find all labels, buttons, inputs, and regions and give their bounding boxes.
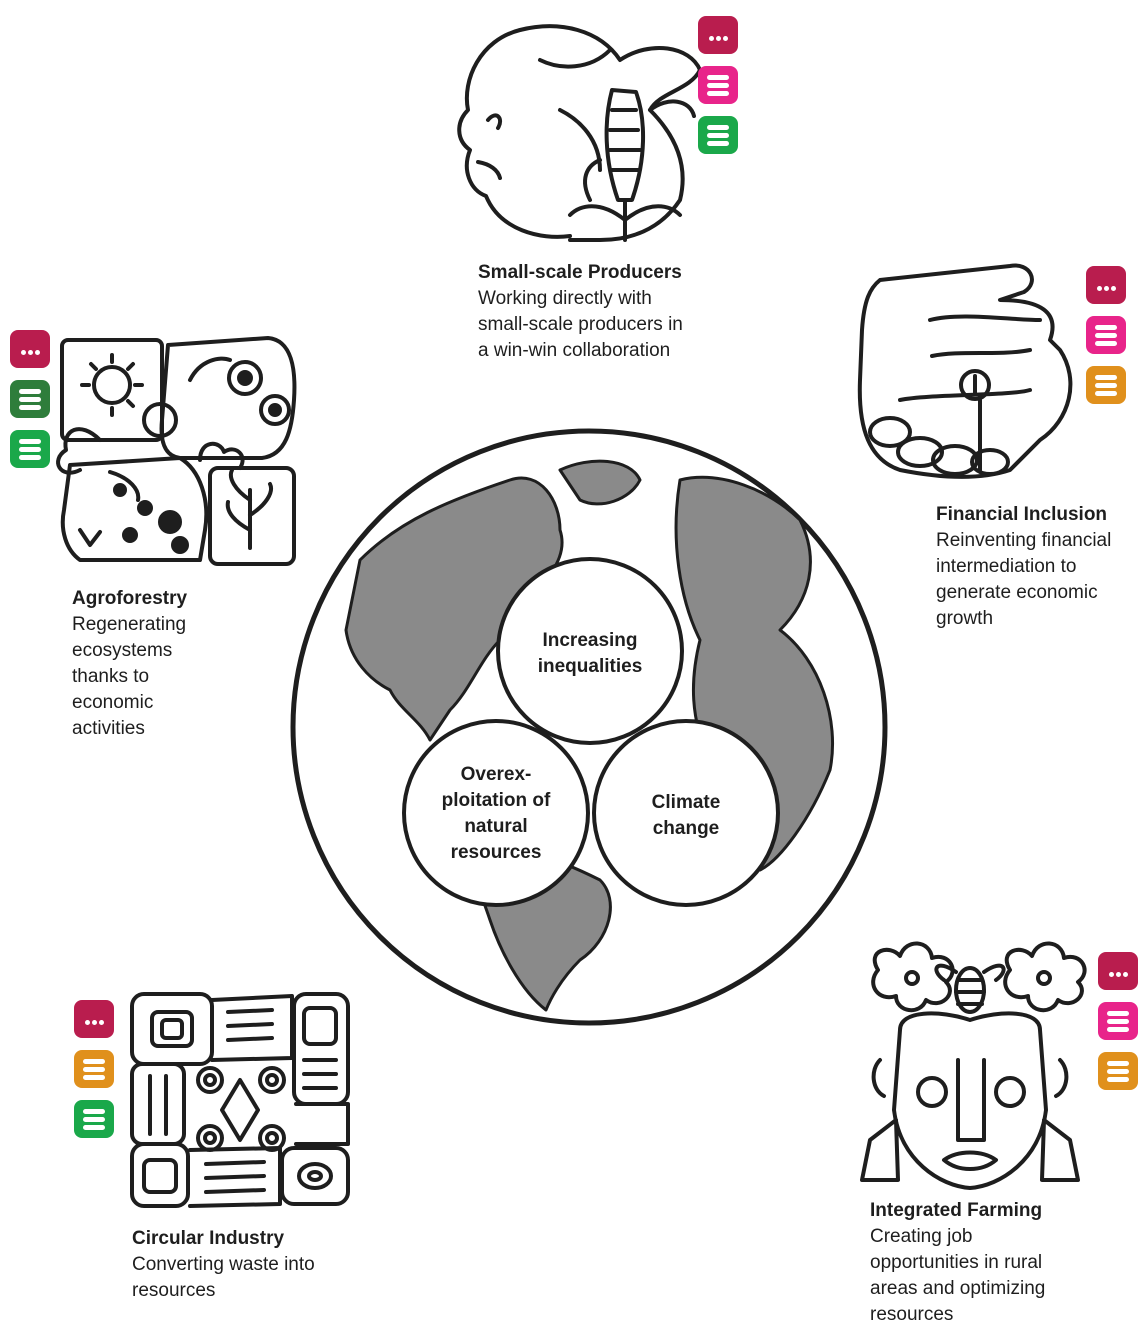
orange-lines-badge-icon: [1098, 1052, 1138, 1090]
badges-circular: [74, 1000, 114, 1138]
issue-text-inequalities: Increasing inequalities: [538, 630, 643, 677]
issue-line: Climate: [652, 792, 721, 813]
crimson-dots-badge-icon: [10, 330, 50, 368]
crimson-dots-badge-icon: [698, 16, 738, 54]
pillar-desc: Working directly with small-scale produc…: [478, 288, 683, 361]
mayan-face-bee-flowers-icon: [860, 941, 1087, 1190]
mayan-head-hummingbird-icon: [457, 24, 702, 242]
issue-line: Increasing: [542, 630, 637, 651]
issue-line: resources: [451, 842, 542, 863]
greenland-land: [558, 459, 642, 506]
hand-coin-icon: [857, 263, 1073, 479]
badges-small-scale: [698, 16, 738, 154]
orange-lines-badge-icon: [74, 1050, 114, 1088]
issue-line: change: [653, 818, 720, 839]
dark-green-lines-badge-icon: [10, 380, 50, 418]
pillar-desc: Creating job opportunities in rural area…: [870, 1226, 1046, 1325]
green-lines-badge-icon: [74, 1100, 114, 1138]
issue-circle-climate: [592, 719, 780, 907]
magenta-lines-badge-icon: [698, 66, 738, 104]
issue-line: Overex-: [461, 764, 532, 785]
magenta-lines-badge-icon: [1086, 316, 1126, 354]
crimson-dots-badge-icon: [74, 1000, 114, 1038]
green-lines-badge-icon: [698, 116, 738, 154]
issue-circles: Increasing inequalities Overex-ploitation…: [402, 557, 780, 907]
badges-agroforestry: [10, 330, 50, 468]
pillar-title: Financial Inclusion: [936, 504, 1108, 525]
issue-text-overexploitation: Overex-ploitation of natural resources: [442, 764, 551, 863]
pillar-desc: Regenerating ecosystems thanks to econom…: [72, 614, 187, 739]
caption-circular: Circular Industry Converting waste into …: [132, 1226, 315, 1304]
magenta-lines-badge-icon: [1098, 1002, 1138, 1040]
orange-lines-badge-icon: [1086, 366, 1126, 404]
badges-farming: [1098, 952, 1138, 1090]
issue-line: ploitation of: [442, 790, 551, 811]
issue-line: inequalities: [538, 656, 643, 677]
crimson-dots-badge-icon: [1086, 266, 1126, 304]
pillar-desc: Converting waste into resources: [132, 1254, 315, 1301]
mayan-square-glyph-icon: [130, 992, 350, 1208]
caption-small-scale: Small-scale Producers Working directly w…: [478, 260, 683, 364]
pillar-title: Agroforestry: [72, 588, 188, 609]
jaguar-monkey-sun-icon: [56, 336, 297, 566]
badges-financial: [1086, 266, 1126, 404]
pillar-desc: Reinventing financial intermediation to …: [936, 530, 1112, 629]
pillar-title: Small-scale Producers: [478, 262, 682, 283]
pillar-title: Integrated Farming: [870, 1200, 1043, 1221]
caption-farming: Integrated Farming Creating job opportun…: [870, 1198, 1045, 1328]
caption-financial: Financial Inclusion Reinventing financia…: [936, 502, 1111, 632]
crimson-dots-badge-icon: [1098, 952, 1138, 990]
green-lines-badge-icon: [10, 430, 50, 468]
issue-text-climate: Climate change: [652, 792, 721, 839]
caption-agroforestry: Agroforestry Regenerating ecosystems tha…: [72, 586, 187, 742]
issue-circle-inequalities: [496, 557, 684, 745]
issue-line: natural: [464, 816, 527, 837]
issue-circle-overexploitation: [402, 719, 590, 907]
pillar-title: Circular Industry: [132, 1228, 285, 1249]
